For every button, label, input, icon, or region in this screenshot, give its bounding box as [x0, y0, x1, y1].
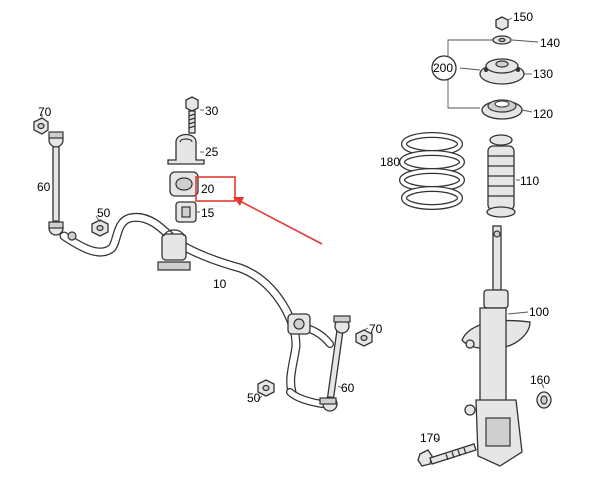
nut-left-top	[33, 117, 49, 135]
callout-200: 200	[433, 61, 453, 75]
callout-170: 170	[420, 431, 440, 445]
callout-180: 180	[380, 155, 400, 169]
callout-10: 10	[213, 277, 227, 291]
callout-70-right: 70	[369, 322, 383, 336]
group-200-lead-mid	[459, 67, 481, 71]
callout-20: 20	[201, 182, 215, 196]
nut-right-bottom	[257, 379, 275, 397]
bar-clamp-right	[287, 313, 311, 335]
callout-50-left: 50	[97, 206, 111, 220]
bearing-120	[481, 99, 523, 120]
callout-60-left: 60	[37, 180, 51, 194]
coil-spring-180	[399, 132, 465, 210]
callout-100: 100	[529, 305, 549, 319]
strut-mount-130	[479, 58, 525, 85]
strut-100	[461, 225, 531, 467]
highlight-arrow-head	[233, 197, 244, 206]
highlight-arrow-line	[237, 199, 323, 245]
callout-50-right: 50	[247, 391, 261, 405]
callout-60-right: 60	[341, 381, 355, 395]
nut-150	[495, 16, 509, 31]
bolt-170	[417, 443, 477, 467]
link-rod-left	[48, 131, 64, 236]
bar-bushing-mounted	[157, 229, 191, 271]
nut-left-bottom	[91, 219, 109, 237]
callout-130: 130	[533, 67, 553, 81]
washer-140	[492, 35, 512, 45]
callout-25: 25	[205, 145, 219, 159]
callout-120: 120	[533, 107, 553, 121]
leader-lines	[41, 17, 545, 441]
bushing-insert-15	[175, 201, 197, 223]
highlight-box	[195, 176, 236, 202]
callout-140: 140	[540, 36, 560, 50]
callout-160: 160	[530, 373, 550, 387]
bushing-20	[169, 171, 199, 197]
group-200-lead-bottom	[447, 80, 480, 109]
callout-30: 30	[205, 104, 219, 118]
bracket-25	[167, 133, 205, 165]
group-200-lead-top	[447, 39, 494, 56]
callout-110: 110	[520, 174, 539, 188]
callout-150: 150	[513, 10, 533, 24]
dust-boot-110	[486, 134, 516, 218]
link-rod-right	[319, 315, 351, 412]
callout-200-circle	[431, 55, 457, 81]
bolt-30	[185, 96, 199, 134]
nut-right-top	[355, 329, 373, 347]
stabilizer-bar	[59, 212, 334, 408]
washer-left	[67, 231, 77, 241]
callout-15: 15	[201, 206, 215, 220]
callout-70-left: 70	[38, 105, 52, 119]
bushing-160	[536, 391, 552, 409]
